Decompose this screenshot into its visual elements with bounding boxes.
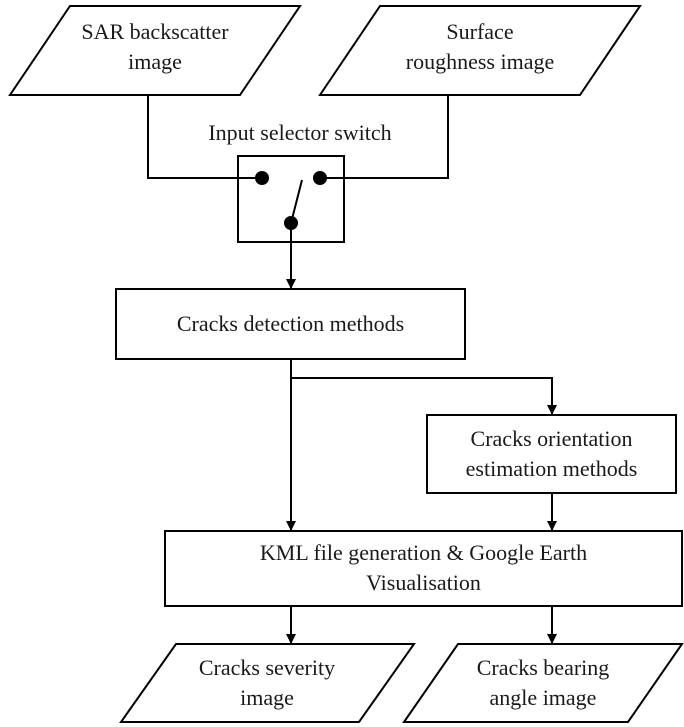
bearing-output-shape [402,643,684,723]
severity-output-label: Cracks severity image [167,653,367,713]
sar-to-switch-line [147,95,262,179]
severity-output-shape [119,643,416,723]
sar-input-line2: image [128,49,182,74]
detection-label: Cracks detection methods [116,309,465,339]
roughness-input-shape [318,5,642,96]
roughness-to-switch-line [320,95,449,179]
roughness-input-line1: Surface [446,19,514,44]
orientation-line2: estimation methods [465,456,638,481]
bearing-output-line1: Cracks bearing [476,655,610,680]
severity-output-line2: image [240,685,294,710]
kml-line2: Visualisation [366,570,481,595]
detection-text: Cracks detection methods [176,311,405,336]
roughness-input-line2: roughness image [405,49,555,74]
switch-lever [290,179,303,224]
switch-pivot [284,216,298,230]
severity-output-line1: Cracks severity [198,655,336,680]
selector-switch-label: Input selector switch [150,118,450,148]
roughness-input-label: Surface roughness image [380,17,580,77]
bearing-output-line2: angle image [489,685,597,710]
detection-to-orientation-arrow [291,377,557,415]
kml-label: KML file generation & Google Earth Visua… [165,538,682,598]
kml-line1: KML file generation & Google Earth [259,540,588,565]
bearing-output-label: Cracks bearing angle image [443,653,643,713]
kml-box [164,530,683,607]
selector-switch-text: Input selector switch [208,120,392,145]
switch-contact-right [313,171,327,185]
orientation-line1: Cracks orientation [470,426,633,451]
switch-contact-left [255,171,269,185]
sar-input-label: SAR backscatter image [55,17,255,77]
sar-input-line1: SAR backscatter [81,19,229,44]
sar-input-shape [8,5,302,96]
orientation-label: Cracks orientation estimation methods [427,424,676,484]
